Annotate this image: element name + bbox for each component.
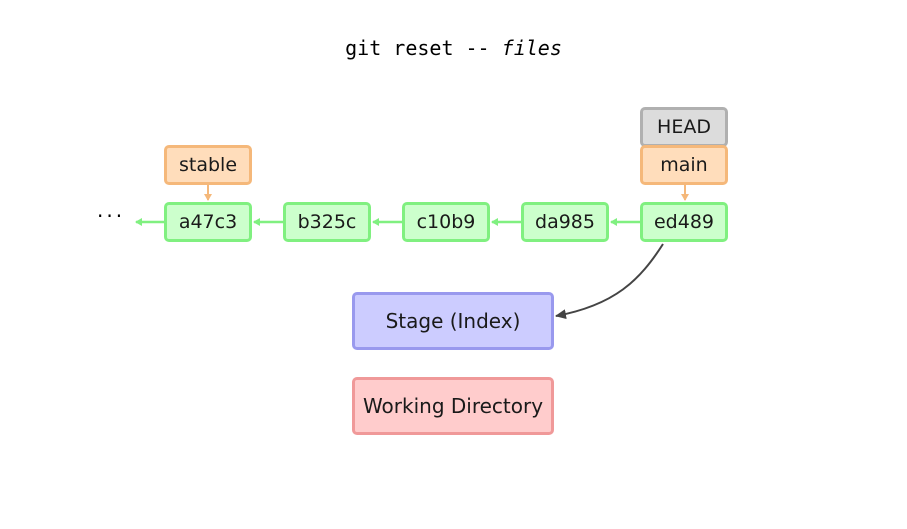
- commit-ed489: ed489: [640, 202, 728, 242]
- title-command: git reset --: [345, 36, 490, 60]
- commit-da985: da985: [521, 202, 609, 242]
- commit-b325c: b325c: [283, 202, 371, 242]
- older-history-ellipsis: ···: [97, 204, 126, 228]
- head-ref: HEAD: [640, 107, 728, 147]
- working-directory: Working Directory: [352, 377, 554, 435]
- branch-main: main: [640, 145, 728, 185]
- title-argument: files: [501, 36, 562, 60]
- diagram-title: git reset -- files: [0, 36, 907, 60]
- commit-a47c3: a47c3: [164, 202, 252, 242]
- branch-stable: stable: [164, 145, 252, 185]
- stage-index: Stage (Index): [352, 292, 554, 350]
- reset-arrow: [555, 243, 664, 320]
- commit-c10b9: c10b9: [402, 202, 490, 242]
